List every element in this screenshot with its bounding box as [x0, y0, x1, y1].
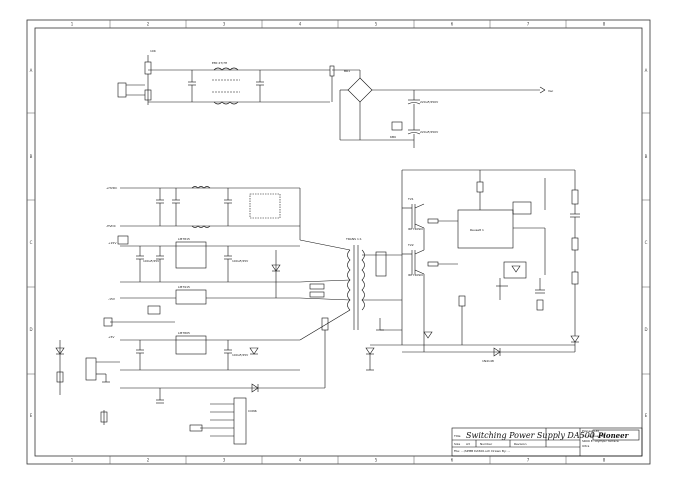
row-label-A-left: A — [30, 68, 33, 73]
company-line-1: Pioneer Ltd — [582, 429, 599, 433]
revision-label: Revision — [514, 442, 527, 446]
row-label-B-right: B — [645, 154, 648, 159]
q2-part: IRF740SN — [408, 273, 423, 277]
reg2-label: LM7915 — [178, 285, 190, 289]
reg-minus15 — [175, 289, 207, 305]
transformer-section — [270, 239, 402, 389]
column-label-2-top: 2 — [147, 22, 150, 27]
hvdc-pos-label: +HVDC — [106, 186, 117, 190]
bulk-cap1-label: 220uF/250V — [420, 100, 439, 104]
reg3-label: LM7805 — [178, 331, 190, 335]
number-label: Number — [480, 442, 493, 446]
row-label-A-right: A — [645, 68, 648, 73]
bulk-cap2-label: 220uF/250V — [420, 130, 439, 134]
row-labels: A A B B C C D D E E — [29, 68, 647, 418]
bridge-rectifier — [347, 77, 373, 103]
column-label-7-top: 7 — [527, 22, 530, 27]
row-label-C-right: C — [645, 240, 648, 245]
company-line-2: Vic Avenue, Nf — [582, 434, 605, 438]
company-line-3: SR09 E. Olympic Terrace — [582, 439, 619, 443]
title-block — [451, 427, 643, 457]
column-label-3-top: 3 — [223, 22, 226, 27]
column-label-7-bottom: 7 — [527, 458, 530, 463]
title-prefix: Title — [453, 434, 461, 438]
choke-label: EMI 27/7H — [212, 61, 227, 65]
controller-label: Reuse8 1 — [470, 228, 484, 232]
drawing-title: Switching Power Supply DA500 — [466, 431, 595, 440]
hvdc-neg-label: -HVDC — [106, 224, 116, 228]
varistor-label: 10K — [150, 49, 157, 53]
q2-ref: T22 — [407, 243, 414, 247]
company-line-4: Ultra — [582, 444, 589, 448]
reg-plus15 — [175, 241, 207, 269]
row-label-D-left: D — [29, 327, 32, 332]
company-logo: Pioneer — [597, 431, 630, 440]
controller-ic — [457, 209, 514, 249]
column-label-1-top: 1 — [71, 22, 74, 27]
header-connector — [233, 397, 247, 445]
row-label-E-left: E — [30, 413, 33, 418]
transformer-label: TRANS 1:1 — [345, 237, 362, 241]
column-label-5-bottom: 5 — [375, 458, 378, 463]
outer-frame — [26, 19, 651, 465]
q1-ref: T21 — [407, 197, 414, 201]
column-label-8-top: 8 — [603, 22, 606, 27]
q1-part: IRF740SN — [408, 227, 423, 231]
row-label-C-left: C — [30, 240, 33, 245]
rail-plus5-label: +5V — [108, 335, 115, 339]
column-label-8-bottom: 8 — [603, 458, 606, 463]
output-connector — [85, 357, 97, 381]
control-section — [365, 169, 580, 371]
column-label-5-top: 5 — [375, 22, 378, 27]
connector-label: CON6 — [248, 409, 257, 413]
column-label-4-top: 4 — [299, 22, 302, 27]
rec-diode-label: KBU — [390, 135, 396, 139]
column-label-4-bottom: 4 — [299, 458, 302, 463]
column-label-3-bottom: 3 — [223, 458, 226, 463]
size-label: Size — [454, 442, 460, 446]
column-label-6-top: 6 — [451, 22, 454, 27]
row-label-E-right: E — [645, 413, 648, 418]
output-section — [55, 186, 301, 445]
diode-label: 1N4148 — [482, 359, 494, 363]
row-markers — [27, 112, 650, 375]
rail-minus15-label: -15V — [108, 297, 116, 301]
column-label-2-bottom: 2 — [147, 458, 150, 463]
column-markers — [109, 20, 567, 464]
size-value: A3 — [466, 442, 470, 446]
cap-out-label: 100uF/25V — [232, 259, 249, 263]
column-label-6-bottom: 6 — [451, 458, 454, 463]
column-label-1-bottom: 1 — [71, 458, 74, 463]
row-label-B-left: B — [30, 154, 33, 159]
rail-plus15-label: +15V — [108, 241, 117, 245]
row-label-D-right: D — [644, 327, 647, 332]
bridge-label: BR1 — [344, 69, 350, 73]
inner-frame — [34, 27, 643, 457]
reg1-label: LM7815 — [178, 237, 190, 241]
mains-input-section — [117, 55, 546, 148]
cap-plus15-label: 100uF/25V — [143, 259, 160, 263]
reg-plus5 — [175, 335, 207, 355]
column-labels: 1 1 2 2 3 3 4 4 5 5 6 6 7 7 8 8 — [71, 22, 606, 463]
vac-label: Vac — [548, 89, 554, 93]
mains-connector — [117, 82, 127, 98]
title-footer: File: ...\SPMB DA500.sch Drawn By: ... — [454, 449, 510, 453]
cap-plus5-label: 100uF/25V — [232, 353, 249, 357]
